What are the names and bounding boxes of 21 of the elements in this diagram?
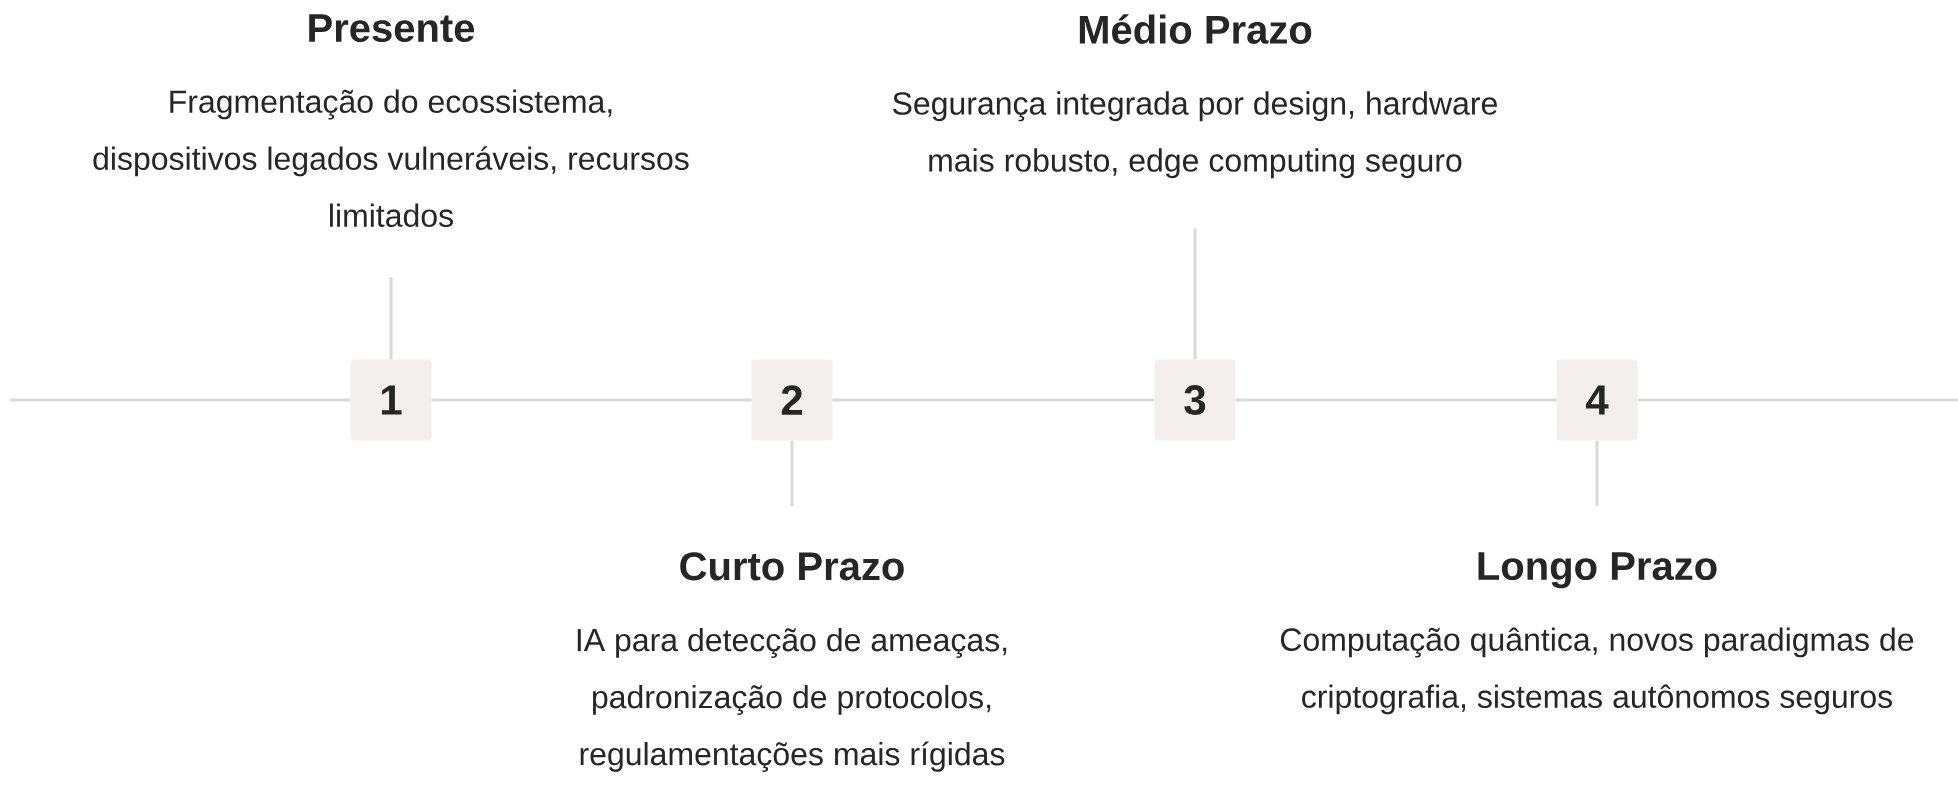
connector-line bbox=[832, 398, 1155, 402]
description: Segurança integrada por design, hardware mais robusto, edge computing seguro bbox=[893, 91, 1497, 179]
connector-line bbox=[431, 398, 752, 402]
description: Fragmentação do ecossistema, dispositivos legados vulneráveis, recursos limitados bbox=[93, 89, 689, 228]
heading: Presente bbox=[309, 14, 475, 43]
heading: Médio Prazo bbox=[1079, 14, 1312, 44]
description: IA para detecção de ameaças, padronização de protocolos, regulamentações mais rígidas bbox=[577, 627, 1007, 772]
number-box: 2 bbox=[751, 359, 833, 441]
number-box: 3 bbox=[1154, 359, 1236, 441]
connector-line bbox=[1235, 398, 1557, 402]
connector-line bbox=[790, 440, 794, 506]
heading: Longo Prazo bbox=[1478, 552, 1717, 589]
number-box: 1 bbox=[350, 359, 432, 441]
connector-line bbox=[1193, 228, 1197, 360]
connector-line bbox=[10, 398, 351, 402]
connector-line bbox=[389, 277, 393, 360]
number-box: 4 bbox=[1556, 359, 1638, 441]
heading: Curto Prazo bbox=[680, 552, 904, 581]
connector-line bbox=[1637, 398, 1958, 402]
description: Computação quântica, novos paradigmas de criptografia, sistemas autônomos seguros bbox=[1280, 627, 1914, 715]
connector-line bbox=[1595, 440, 1599, 506]
